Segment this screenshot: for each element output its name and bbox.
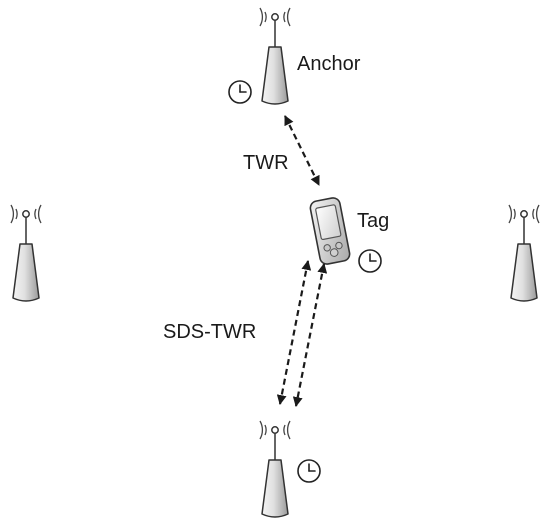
sds-twr-link-arrow-1 (276, 260, 312, 405)
anchor-top-icon (259, 7, 291, 105)
clock-icon-bottom (297, 459, 321, 483)
anchor-left-icon (10, 204, 42, 302)
tag-device-icon (309, 197, 351, 265)
clock-icon-anchor (228, 80, 252, 104)
anchor-right-icon (508, 204, 540, 302)
sds-twr-label: SDS-TWR (163, 321, 257, 343)
twr-link-arrow (284, 115, 320, 186)
anchor-bottom-icon (259, 420, 291, 518)
anchor-label: Anchor (297, 53, 361, 75)
twr-label: TWR (243, 152, 289, 174)
clock-icon-tag (358, 249, 382, 273)
tag-label: Tag (357, 210, 390, 232)
sds-twr-link-arrow-2 (292, 263, 328, 407)
